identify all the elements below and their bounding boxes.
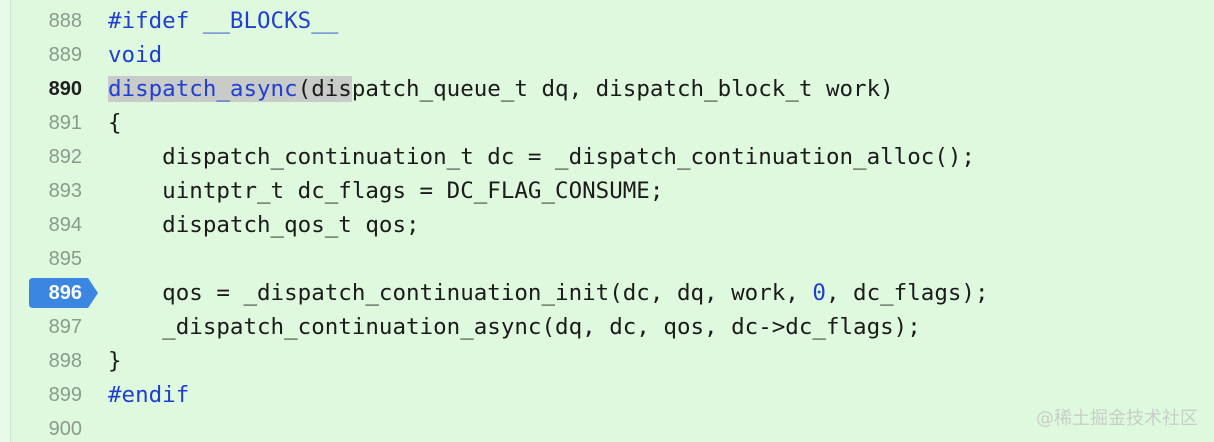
code-token: { [108, 110, 122, 136]
line-number[interactable]: 893 [48, 180, 82, 202]
code-text[interactable]: _dispatch_continuation_async(dq, dc, qos… [108, 310, 921, 344]
code-line[interactable]: 898} [0, 344, 1214, 378]
code-line[interactable]: 896 qos = _dispatch_continuation_init(dc… [0, 276, 1214, 310]
code-line[interactable]: 894 dispatch_qos_t qos; [0, 208, 1214, 242]
line-number[interactable]: 895 [48, 248, 82, 270]
line-number[interactable]: 900 [48, 418, 82, 440]
code-token: void [108, 42, 163, 68]
code-text[interactable]: qos = _dispatch_continuation_init(dc, dq… [108, 276, 989, 310]
code-line[interactable]: 889 void [0, 38, 1214, 72]
code-line[interactable]: 888 #ifdef __BLOCKS__ [0, 4, 1214, 38]
line-number[interactable]: 889 [48, 44, 82, 66]
code-text[interactable]: } [108, 344, 122, 378]
code-token: _dispatch_continuation_async(dq, dc, qos… [108, 314, 921, 340]
code-line[interactable]: 897 _dispatch_continuation_async(dq, dc,… [0, 310, 1214, 344]
line-number: 896 [48, 282, 82, 304]
line-number[interactable]: 890 [48, 78, 82, 100]
code-text[interactable]: uintptr_t dc_flags = DC_FLAG_CONSUME; [108, 174, 663, 208]
code-line[interactable]: 893 uintptr_t dc_flags = DC_FLAG_CONSUME… [0, 174, 1214, 208]
code-token: dispatch_qos_t qos; [108, 212, 420, 238]
code-token: #ifdef __BLOCKS__ [108, 8, 339, 34]
code-token: patch_queue_t dq, dispatch_block_t work) [351, 76, 894, 102]
code-token: dispatch_async [108, 76, 298, 102]
code-token: , dc_flags); [825, 280, 989, 306]
code-line[interactable]: 891 { [0, 106, 1214, 140]
code-text[interactable]: dispatch_qos_t qos; [108, 208, 420, 242]
code-line[interactable]: 895 [0, 242, 1214, 276]
code-token: dis [311, 76, 352, 102]
code-token: qos = _dispatch_continuation_init(dc, dq… [108, 280, 813, 306]
code-text[interactable]: dispatch_async(dispatch_queue_t dq, disp… [108, 72, 894, 106]
code-line[interactable]: 890 dispatch_async(dispatch_queue_t dq, d… [0, 72, 1214, 106]
line-number[interactable]: 897 [48, 316, 82, 338]
code-text[interactable]: #endif [108, 378, 189, 412]
code-token: ( [297, 76, 312, 102]
code-token: uintptr_t dc_flags = DC_FLAG_CONSUME; [108, 178, 664, 204]
line-number[interactable]: 898 [48, 350, 82, 372]
code-text[interactable]: void [108, 38, 162, 72]
code-line[interactable]: 900 [0, 412, 1214, 442]
line-number[interactable]: 891 [48, 112, 82, 134]
line-number[interactable]: 892 [48, 146, 82, 168]
code-line[interactable]: 892 dispatch_continuation_t dc = _dispat… [0, 140, 1214, 174]
breakpoint-marker[interactable] [28, 276, 100, 310]
watermark: @稀土掘金技术社区 [1036, 408, 1198, 429]
code-token: dispatch_continuation_t dc = _dispatch_c… [108, 144, 975, 170]
code-token: } [108, 348, 122, 374]
editor-left-edge [0, 0, 11, 442]
code-line[interactable]: 899 #endif [0, 378, 1214, 412]
line-number[interactable]: 888 [48, 10, 82, 32]
code-token: #endif [108, 382, 190, 408]
line-number[interactable]: 899 [48, 384, 82, 406]
line-number[interactable]: 894 [48, 214, 82, 236]
code-text[interactable]: dispatch_continuation_t dc = _dispatch_c… [108, 140, 975, 174]
code-token: 0 [812, 280, 826, 306]
code-text[interactable]: { [108, 106, 122, 140]
code-text[interactable]: #ifdef __BLOCKS__ [108, 4, 338, 38]
